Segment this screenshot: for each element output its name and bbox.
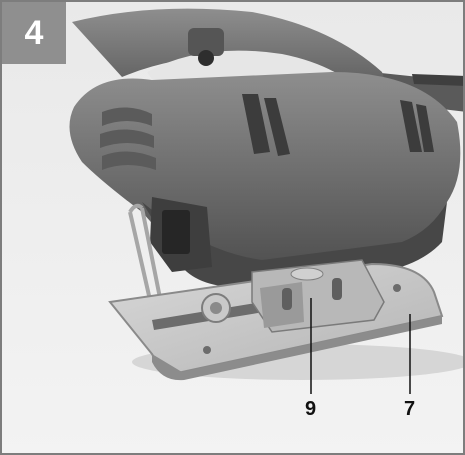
vent-slots-icon [242,94,434,156]
figure-number-badge: 4 [2,2,66,64]
switch-icon [188,28,224,56]
chip-guard-wire [128,203,162,301]
blade-guide-roller [251,259,385,333]
callout-label-7: 7 [404,398,416,420]
front-nose-ridges [100,107,156,170]
top-handle [72,8,397,118]
callout-label-9: 9 [305,398,317,420]
